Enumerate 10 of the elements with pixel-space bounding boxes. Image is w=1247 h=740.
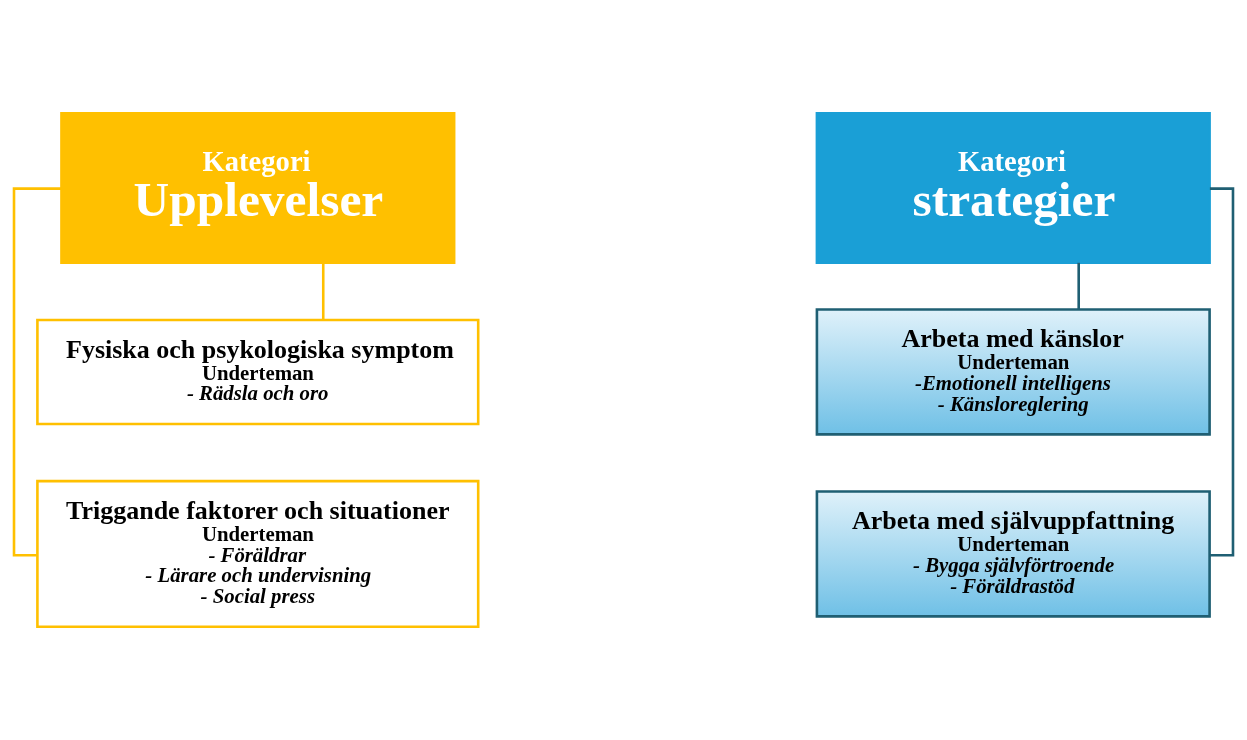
connector (1209, 187, 1235, 557)
node-box: Arbeta med självuppfattning Underteman - Bygga självförtroende - Föräldrastöd (815, 490, 1211, 618)
node-box: Triggande faktorer och situationer Underteman - Föräldrar - Lärare och undervisning - Social press (36, 479, 480, 629)
node-box: Arbeta med känslor Underteman -Emotionell intelligens - Känsloreglering (815, 308, 1211, 436)
connector (12, 187, 61, 557)
node-box: Kategori Upplevelser (60, 111, 456, 265)
node-box: Fysiska och psykologiska symptom Underteman - Rädsla och oro (36, 318, 480, 426)
connector (321, 262, 325, 320)
connector (1077, 262, 1080, 310)
node-box: Kategori strategier (815, 111, 1211, 265)
